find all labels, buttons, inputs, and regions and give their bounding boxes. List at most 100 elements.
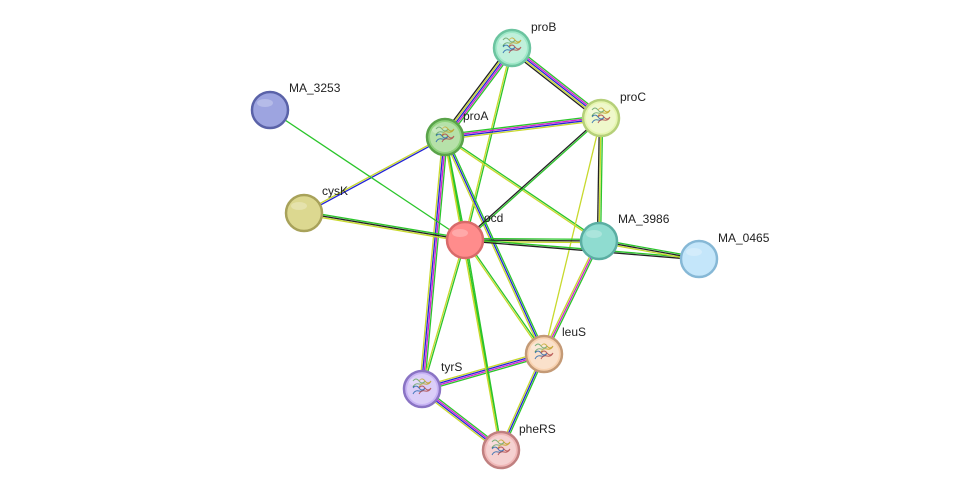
node-label-leuS: leuS xyxy=(562,325,586,339)
node-label-pheRS: pheRS xyxy=(519,422,556,436)
edge-line-textmining xyxy=(463,240,544,355)
edge-line-fusion xyxy=(422,137,447,390)
node-proA[interactable]: proA xyxy=(425,109,488,157)
node-leuS[interactable]: leuS xyxy=(524,325,586,374)
edge-line-neighborhood xyxy=(422,355,545,392)
node-label-proB: proB xyxy=(531,20,556,34)
edge-line-neighborhood xyxy=(544,241,602,355)
node-circle xyxy=(679,239,719,279)
edge-line-textmining xyxy=(463,47,512,240)
node-circle xyxy=(581,98,621,138)
edge-proC-MA_3986[interactable] xyxy=(596,117,604,242)
edge-line-textmining xyxy=(442,137,544,355)
edge-line-coexpression xyxy=(596,117,601,241)
edge-line-neighborhood xyxy=(465,239,546,354)
edge-line-coexpression xyxy=(464,240,699,261)
node-circle xyxy=(425,117,465,157)
node-circle xyxy=(481,430,521,470)
edge-ocd-tyrS[interactable] xyxy=(420,239,467,390)
node-circle xyxy=(492,28,532,68)
edge-line-textmining xyxy=(421,351,544,388)
edge-line-neighborhood xyxy=(444,114,601,136)
edge-line-neighborhood xyxy=(599,118,604,242)
edge-line-fusion xyxy=(543,240,600,355)
edge-line-neighborhood xyxy=(465,237,600,241)
node-proC[interactable]: proC xyxy=(581,90,646,138)
edge-proA-cysK[interactable] xyxy=(303,135,446,215)
edge-ocd-MA_3986[interactable] xyxy=(464,237,600,244)
edge-line-cooccurrence xyxy=(444,136,545,355)
node-inner-highlight xyxy=(430,122,460,152)
node-proB[interactable]: proB xyxy=(492,20,556,68)
node-inner-highlight xyxy=(486,435,516,465)
node-label-MA_3253: MA_3253 xyxy=(289,81,341,95)
node-circle xyxy=(402,369,442,409)
edge-line-textmining xyxy=(303,213,465,243)
node-circle xyxy=(579,221,619,261)
node-circle xyxy=(250,90,290,130)
protein-structure-icon xyxy=(591,107,611,124)
protein-structure-icon xyxy=(435,126,455,143)
edge-MA_3253-ocd[interactable] xyxy=(269,109,466,241)
edge-proC-leuS[interactable] xyxy=(543,117,602,355)
node-cysK[interactable]: cysK xyxy=(284,184,348,233)
edge-proA-proC[interactable] xyxy=(444,114,602,141)
edge-ocd-leuS[interactable] xyxy=(463,239,546,355)
edges-layer xyxy=(269,44,700,453)
node-label-tyrS: tyrS xyxy=(441,360,462,374)
edge-line-neighborhood xyxy=(465,118,602,242)
node-label-MA_0465: MA_0465 xyxy=(718,231,770,245)
edge-proA-leuS[interactable] xyxy=(442,136,547,355)
edge-line-cooccurrence xyxy=(421,352,544,389)
edge-line-textmining xyxy=(303,135,445,213)
node-label-proC: proC xyxy=(620,90,646,104)
edge-line-neighborhood xyxy=(269,109,466,241)
node-gloss xyxy=(257,99,273,107)
node-inner-highlight xyxy=(586,103,616,133)
node-gloss xyxy=(488,439,504,447)
node-label-ocd: ocd xyxy=(484,211,503,225)
node-inner-highlight xyxy=(497,33,527,63)
edge-proC-ocd[interactable] xyxy=(464,116,602,242)
edge-line-coexpression xyxy=(464,239,600,242)
edge-line-cooccurrence xyxy=(445,118,602,139)
node-pheRS[interactable]: pheRS xyxy=(481,422,556,470)
edge-line-neighborhood xyxy=(422,240,467,390)
node-MA_3253[interactable]: MA_3253 xyxy=(250,81,341,130)
edge-line-textmining xyxy=(543,117,602,355)
edge-MA_3986-leuS[interactable] xyxy=(541,240,602,355)
node-circle xyxy=(284,193,324,233)
node-tyrS[interactable]: tyrS xyxy=(402,360,462,409)
node-gloss xyxy=(686,248,702,256)
edge-line-neighborhood xyxy=(445,136,503,450)
node-gloss xyxy=(452,229,468,237)
edge-leuS-tyrS[interactable] xyxy=(421,351,545,392)
edge-proA-tyrS[interactable] xyxy=(418,136,449,390)
edge-proB-ocd[interactable] xyxy=(463,47,514,241)
edge-cysK-ocd[interactable] xyxy=(303,210,466,243)
node-MA_0465[interactable]: MA_0465 xyxy=(679,231,770,279)
edge-line-fusion xyxy=(422,354,545,391)
edge-line-cooccurrence xyxy=(304,137,446,215)
edge-proA-pheRS[interactable] xyxy=(443,136,503,451)
edge-line-neighborhood xyxy=(465,48,514,241)
node-inner-highlight xyxy=(529,339,559,369)
edge-line-textmining xyxy=(443,137,501,451)
node-label-MA_3986: MA_3986 xyxy=(618,212,670,226)
node-gloss xyxy=(499,37,515,45)
node-gloss xyxy=(432,126,448,134)
node-gloss xyxy=(291,202,307,210)
edge-line-neighborhood xyxy=(445,135,600,241)
edge-line-coexpression xyxy=(464,116,601,240)
edge-line-fusion xyxy=(444,116,601,137)
node-gloss xyxy=(409,378,425,386)
node-MA_3986[interactable]: MA_3986 xyxy=(579,212,670,261)
node-inner-highlight xyxy=(407,374,437,404)
node-circle xyxy=(445,220,485,260)
node-ocd[interactable]: ocd xyxy=(445,211,503,260)
edge-line-cooccurrence xyxy=(420,136,445,389)
edge-line-textmining xyxy=(464,240,599,244)
protein-structure-icon xyxy=(502,37,522,54)
edge-line-neighborhood xyxy=(304,210,466,240)
